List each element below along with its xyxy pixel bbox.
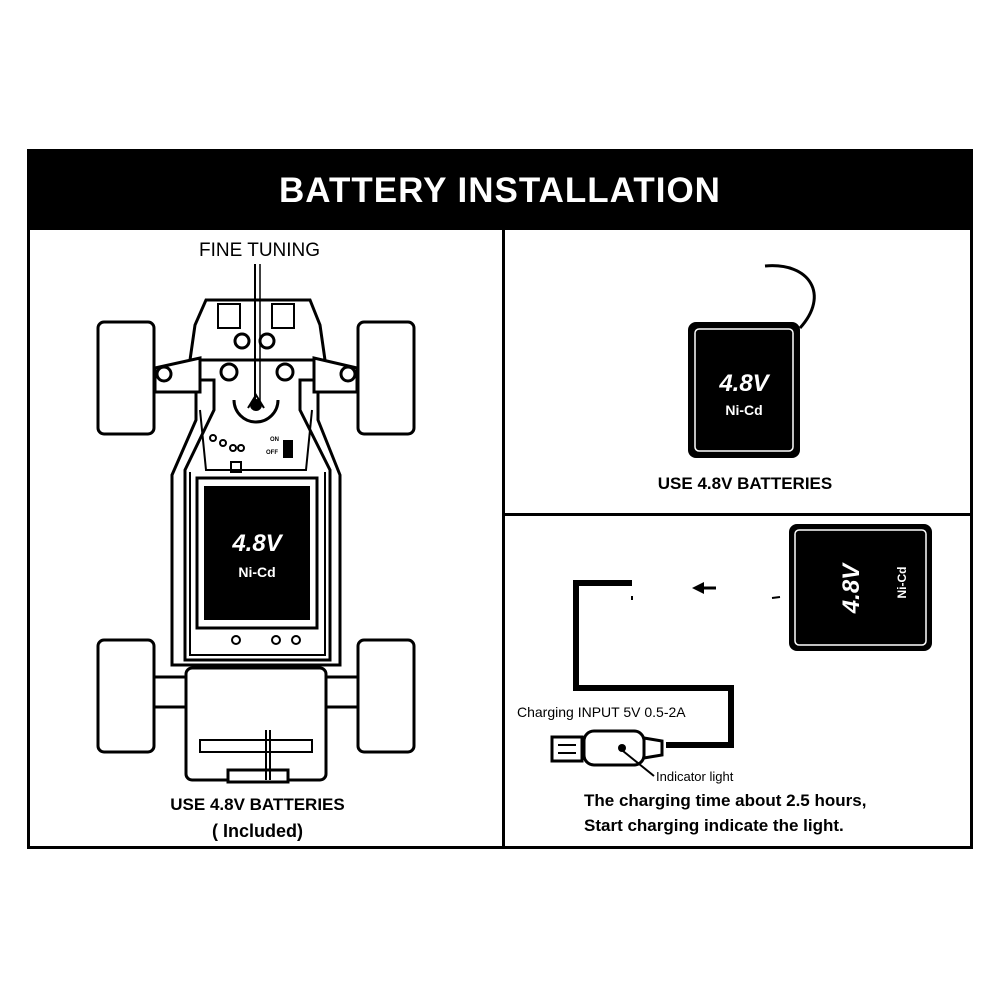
charging-cable	[573, 580, 734, 748]
left-battery-voltage: 4.8V	[232, 530, 282, 557]
charging-input-label: Charging INPUT 5V 0.5-2A	[517, 704, 686, 720]
charge-battery-voltage: 4.8V	[838, 563, 865, 614]
switch-on-label: ON	[270, 437, 279, 443]
chassis-outline	[170, 378, 342, 667]
left-caption: USE 4.8V BATTERIES	[170, 795, 345, 814]
top-battery-type: Ni-Cd	[725, 402, 763, 418]
left-caption-included: ( Included)	[212, 821, 303, 841]
panel-divider-horizontal	[505, 513, 970, 516]
front-left-wheel	[96, 320, 156, 436]
title-bar: BATTERY INSTALLATION	[30, 152, 970, 230]
instruction-frame: BATTERY INSTALLATION	[27, 149, 973, 849]
charge-battery-type: Ni-Cd	[895, 566, 909, 599]
left-battery-type: Ni-Cd	[238, 564, 276, 580]
top-battery-pack	[688, 322, 800, 458]
rear-gearbox-tab	[226, 768, 290, 784]
power-switch	[283, 440, 293, 458]
battery-wire	[764, 264, 816, 330]
usb-plug-icon	[550, 729, 664, 767]
switch-off-label: OFF	[266, 450, 278, 456]
rear-left-wheel	[96, 638, 156, 754]
front-bumper	[188, 298, 327, 362]
fine-tuning-dial	[232, 393, 280, 424]
indicator-light-icon	[618, 744, 626, 752]
page-title: BATTERY INSTALLATION	[279, 171, 721, 210]
top-battery-voltage: 4.8V	[719, 370, 769, 397]
charging-note-line2: Start charging indicate the light.	[584, 816, 844, 835]
panel-divider-vertical	[502, 230, 505, 849]
charge-battery-pack	[789, 524, 932, 651]
indicator-light-label: Indicator light	[656, 769, 734, 784]
left-battery-pack	[204, 486, 310, 620]
charging-note-line1: The charging time about 2.5 hours,	[584, 791, 867, 810]
arrow-icon	[692, 582, 704, 594]
top-caption: USE 4.8V BATTERIES	[657, 474, 833, 493]
rear-gearbox	[184, 666, 328, 782]
fine-tuning-label: FINE TUNING	[199, 240, 321, 261]
rear-right-wheel	[356, 638, 416, 754]
front-right-wheel	[356, 320, 416, 436]
